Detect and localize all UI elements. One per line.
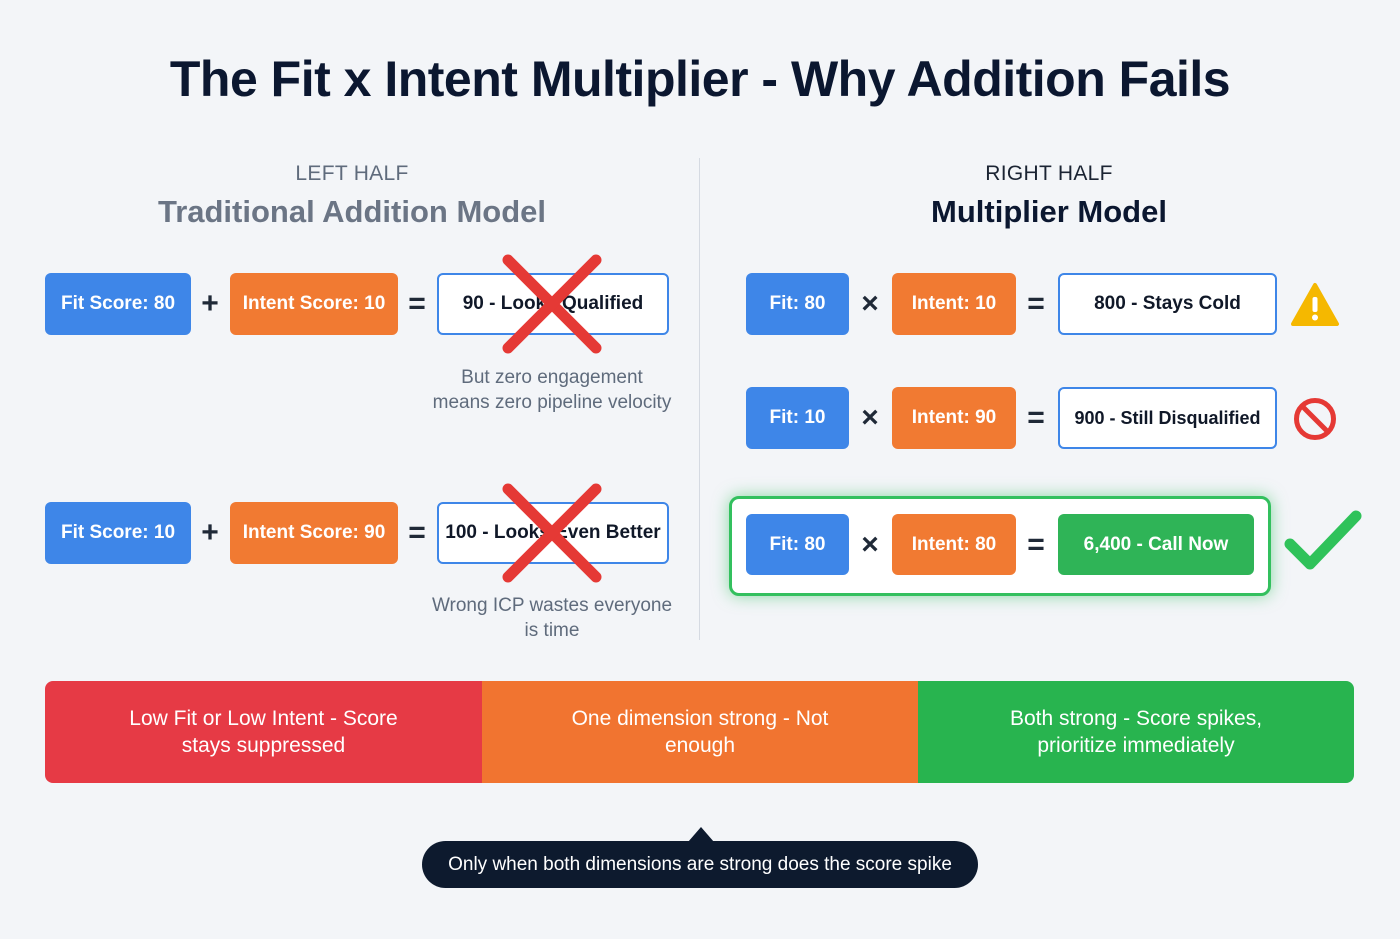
left-row1-note: But zero engagement means zero pipeline … [402,365,702,415]
right-row1-result-box: 800 - Stays Cold [1058,273,1277,335]
left-row2-fit-box: Fit Score: 10 [45,502,191,564]
checkmark-icon [1284,510,1362,570]
right-row1-intent-box: Intent: 10 [892,273,1016,335]
multiply-operator: × [861,528,879,561]
multiply-operator: × [861,401,879,434]
equals-operator: = [1027,287,1045,320]
equals-operator: = [1027,528,1045,561]
right-half-label: RIGHT HALF [985,162,1113,185]
note-line: is time [524,620,580,641]
note-line: But zero engagement [461,367,643,388]
prohibited-icon [1294,398,1336,440]
right-row1-fit-box: Fit: 80 [746,273,849,335]
left-row2-intent-box: Intent Score: 90 [230,502,398,564]
note-line: means zero pipeline velocity [432,392,672,413]
warning-icon [1291,283,1339,326]
band-text: Low Fit or Low Intent - Score stays supp… [129,707,398,757]
note-line: Wrong ICP wastes everyone [431,595,673,616]
left-half-label: LEFT HALF [295,162,409,185]
callout-banner: Only when both dimensions are strong doe… [422,841,978,888]
right-row3-intent-box: Intent: 80 [892,514,1016,575]
equals-operator: = [1027,401,1045,434]
plus-operator: + [201,516,219,549]
band-text: One dimension strong - Not enough [571,707,829,757]
band-text: Both strong - Score spikes, prioritize i… [1009,707,1263,757]
right-row3-result-box: 6,400 - Call Now [1058,514,1254,575]
callout-pointer [688,827,714,842]
right-row2-result-box: 900 - Still Disqualified [1058,387,1277,449]
left-row1-fit-box: Fit Score: 80 [45,273,191,335]
left-row1-intent-box: Intent Score: 10 [230,273,398,335]
right-row2-fit-box: Fit: 10 [746,387,849,449]
equals-operator: = [408,516,426,549]
page-title: The Fit x Intent Multiplier - Why Additi… [169,51,1231,107]
left-row2-note: Wrong ICP wastes everyone is time [402,593,702,643]
multiply-operator: × [861,287,879,320]
plus-operator: + [201,287,219,320]
red-cross-icon [502,254,602,354]
center-divider [699,158,700,640]
red-cross-icon [502,483,602,583]
right-row3-fit-box: Fit: 80 [746,514,849,575]
right-row2-intent-box: Intent: 90 [892,387,1016,449]
band-both-strong: Both strong - Score spikes, prioritize i… [918,681,1354,783]
left-half-title: Traditional Addition Model [157,194,547,229]
band-one-dimension-strong: One dimension strong - Not enough [482,681,918,783]
equals-operator: = [408,287,426,320]
right-half-title: Multiplier Model [931,194,1167,229]
band-low-fit-or-intent: Low Fit or Low Intent - Score stays supp… [45,681,482,783]
